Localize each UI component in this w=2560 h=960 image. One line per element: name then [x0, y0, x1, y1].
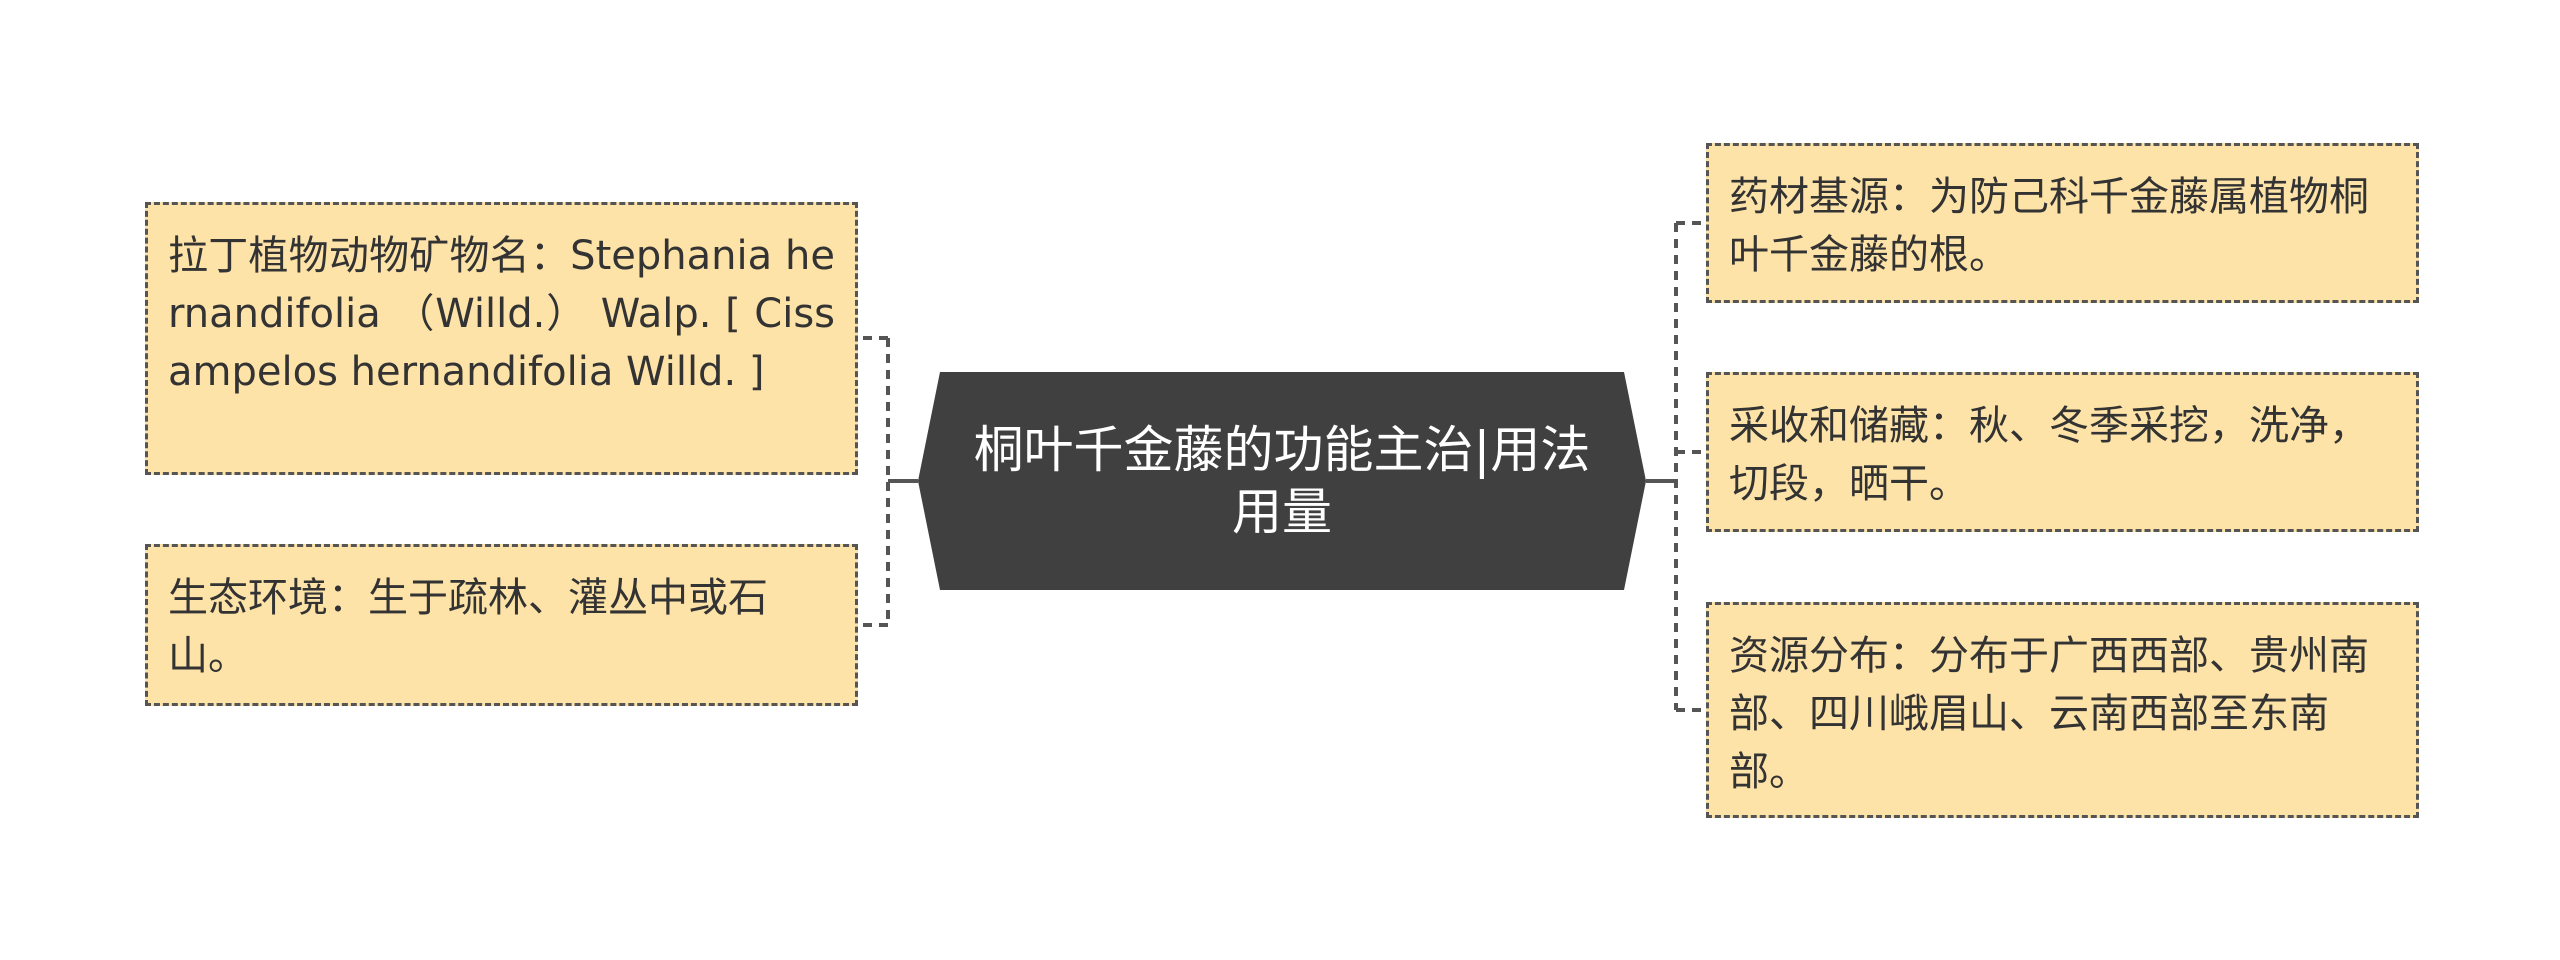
node-harvest-storage[interactable]: 采收和储藏：秋、冬季采挖，洗净，切段，晒干。: [1706, 372, 2419, 532]
node-habitat-text: 生态环境：生于疏林、灌丛中或石山。: [168, 575, 768, 679]
central-topic[interactable]: 桐叶千金藤的功能主治|用法用量: [918, 372, 1646, 590]
node-harvest-storage-text: 采收和储藏：秋、冬季采挖，洗净，切段，晒干。: [1729, 403, 2369, 507]
node-source[interactable]: 药材基源：为防己科千金藤属植物桐叶千金藤的根。: [1706, 143, 2419, 303]
node-habitat[interactable]: 生态环境：生于疏林、灌丛中或石山。: [145, 544, 858, 706]
node-latin-name-text: 拉丁植物动物矿物名：Stephania hernandifolia （Willd…: [168, 233, 835, 395]
node-distribution[interactable]: 资源分布：分布于广西西部、贵州南部、四川峨眉山、云南西部至东南部。: [1706, 602, 2419, 818]
node-distribution-text: 资源分布：分布于广西西部、贵州南部、四川峨眉山、云南西部至东南部。: [1729, 633, 2369, 795]
node-latin-name[interactable]: 拉丁植物动物矿物名：Stephania hernandifolia （Willd…: [145, 202, 858, 475]
central-topic-title: 桐叶千金藤的功能主治|用法用量: [973, 421, 1591, 541]
node-source-text: 药材基源：为防己科千金藤属植物桐叶千金藤的根。: [1729, 174, 2369, 278]
